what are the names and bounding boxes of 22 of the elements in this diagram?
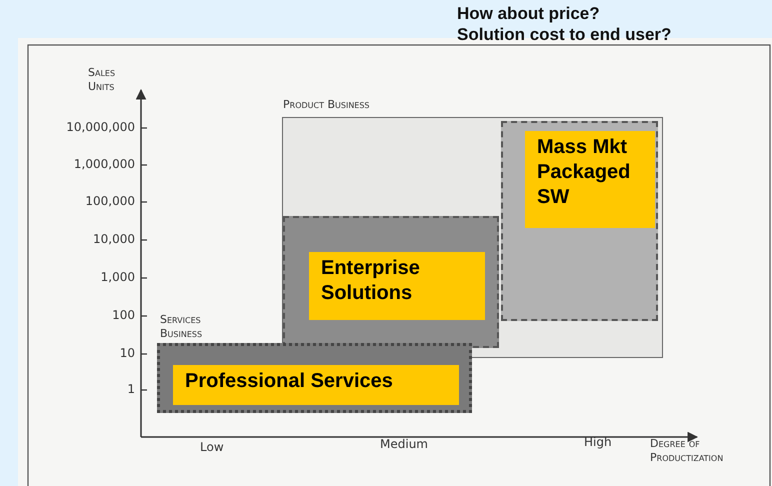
note-text: How about price? xyxy=(457,4,600,24)
region-label: Professional Services xyxy=(173,365,459,405)
tick-label: 10 xyxy=(118,346,135,360)
tick-label: Medium xyxy=(380,437,428,451)
tick-label: 100 xyxy=(111,308,135,322)
region-label: Enterprise Solutions xyxy=(309,252,485,320)
axis-title: Degree of Productization xyxy=(650,437,724,466)
tick-label: 1 xyxy=(126,382,135,396)
tick-label: 10,000 xyxy=(92,232,135,246)
note-text: Solution cost to end user? xyxy=(457,25,672,45)
enterprise-region xyxy=(283,216,499,348)
tick-label: 10,000,000 xyxy=(65,120,135,134)
region-heading: Services Business xyxy=(160,313,204,342)
tick-label: 100,000 xyxy=(84,194,135,208)
mass-market-region xyxy=(501,121,658,321)
tick-label: 1,000 xyxy=(100,270,135,284)
region-heading: Product Business xyxy=(283,98,370,112)
axis-title: Sales Units xyxy=(88,66,116,95)
region-label: Mass Mkt Packaged SW xyxy=(525,131,655,228)
tick-label: Low xyxy=(200,440,224,454)
tick-label: 1,000,000 xyxy=(72,157,135,171)
tick-label: High xyxy=(584,435,612,449)
